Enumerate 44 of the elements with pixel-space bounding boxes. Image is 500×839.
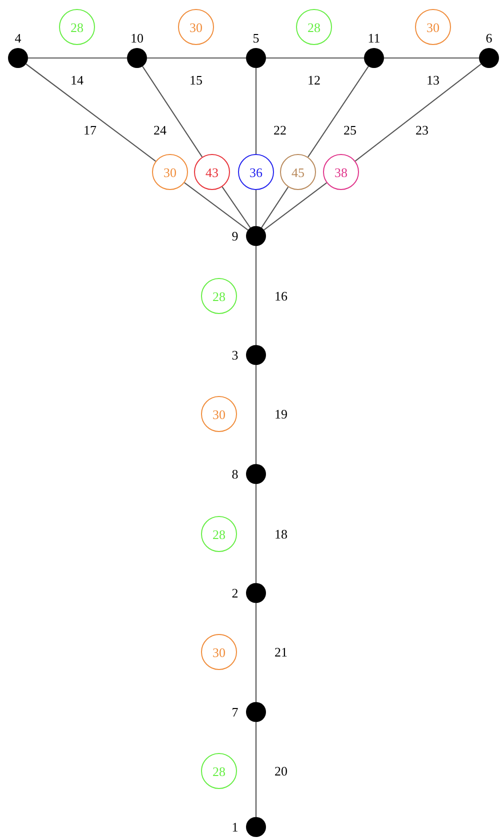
vertex-label: 9 [232, 230, 238, 242]
edge-label: 21 [274, 646, 288, 658]
vertex-label: 10 [130, 32, 144, 44]
vertex-label: 1 [232, 820, 238, 834]
vertex-label: 4 [14, 32, 22, 44]
connector-line [264, 182, 327, 230]
edge-label: 17 [84, 124, 96, 136]
edge-label: 16 [274, 290, 288, 302]
edge-label: 19 [274, 408, 288, 420]
connector-line [308, 66, 369, 158]
connector-line [28, 57, 127, 59]
vertex-label: 5 [252, 32, 260, 44]
edge-label: 13 [426, 74, 440, 86]
connector-line [184, 182, 248, 230]
vertex-label: 11 [368, 32, 380, 44]
connector-line [147, 57, 246, 59]
connector-line [266, 57, 364, 59]
edge-label: 24 [154, 124, 166, 136]
connector-line [142, 66, 203, 158]
vertex-label: 7 [232, 706, 238, 718]
edge-label: 25 [344, 124, 356, 136]
connector-line [255, 365, 257, 464]
vertex-label: 2 [232, 586, 238, 600]
edge-label: 18 [274, 528, 288, 540]
edge-label: 12 [308, 74, 320, 86]
connector-line [255, 722, 257, 817]
connector-line [222, 186, 251, 228]
vertex-label: 3 [232, 348, 238, 362]
edge-label: 23 [416, 124, 428, 136]
connector-line [354, 64, 482, 162]
vertex-label: 6 [486, 32, 492, 44]
connector-line [255, 603, 257, 702]
connector-line [255, 68, 257, 154]
connector-line [255, 246, 257, 345]
connector-line [384, 57, 479, 59]
connector-line [261, 186, 289, 228]
connector-line [255, 484, 257, 583]
edge-label: 22 [274, 124, 286, 136]
edge-label: 15 [190, 74, 202, 86]
edge-label: 14 [70, 74, 84, 86]
connector-line [255, 190, 257, 226]
connector-line [26, 64, 156, 162]
vertex-label: 8 [232, 468, 238, 480]
edge-label: 20 [274, 764, 288, 778]
